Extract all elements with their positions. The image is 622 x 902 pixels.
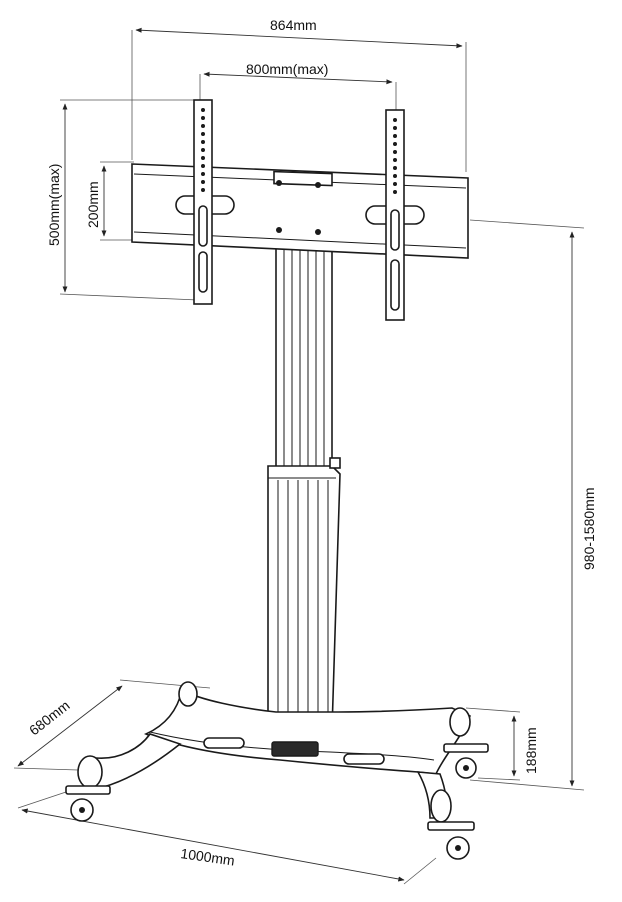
dimension-vesa-height: 500mm(max) [46,99,199,301]
dimension-base-width: 1000mm [17,791,437,885]
right-arm-holes [393,118,397,194]
overall-width-label: 864mm [270,17,317,33]
vesa-height-label: 500mm(max) [46,164,62,246]
vesa-width-label: 800mm(max) [246,61,328,77]
upper-column [275,247,333,469]
caster-front-left [65,785,111,822]
base-width-label: 1000mm [180,845,236,868]
base-leg-front-right [416,771,452,823]
base-height-label: 188mm [523,727,539,774]
base-depth-label: 680mm [26,697,73,738]
dimension-overall-width: 864mm [131,17,467,172]
base-leg-back-left [178,681,198,707]
dimension-base-height: 188mm [465,707,539,781]
horizontal-mount-bracket [131,163,469,259]
dimension-bracket-height: 200mm [85,161,134,241]
dimension-total-height: 980-1580mm [469,219,597,791]
right-vertical-arm [385,109,405,321]
left-vertical-arm [193,99,213,305]
caster-front-right [427,821,475,860]
bracket-height-label: 200mm [85,181,101,228]
dimension-vesa-width: 800mm(max) [199,61,397,110]
base-leg-back-right [449,707,471,737]
total-height-label: 980-1580mm [581,488,597,571]
lower-column [267,457,341,731]
left-arm-holes [201,108,205,192]
base-leg-front-left [77,733,182,792]
caster-back-right [443,743,489,779]
